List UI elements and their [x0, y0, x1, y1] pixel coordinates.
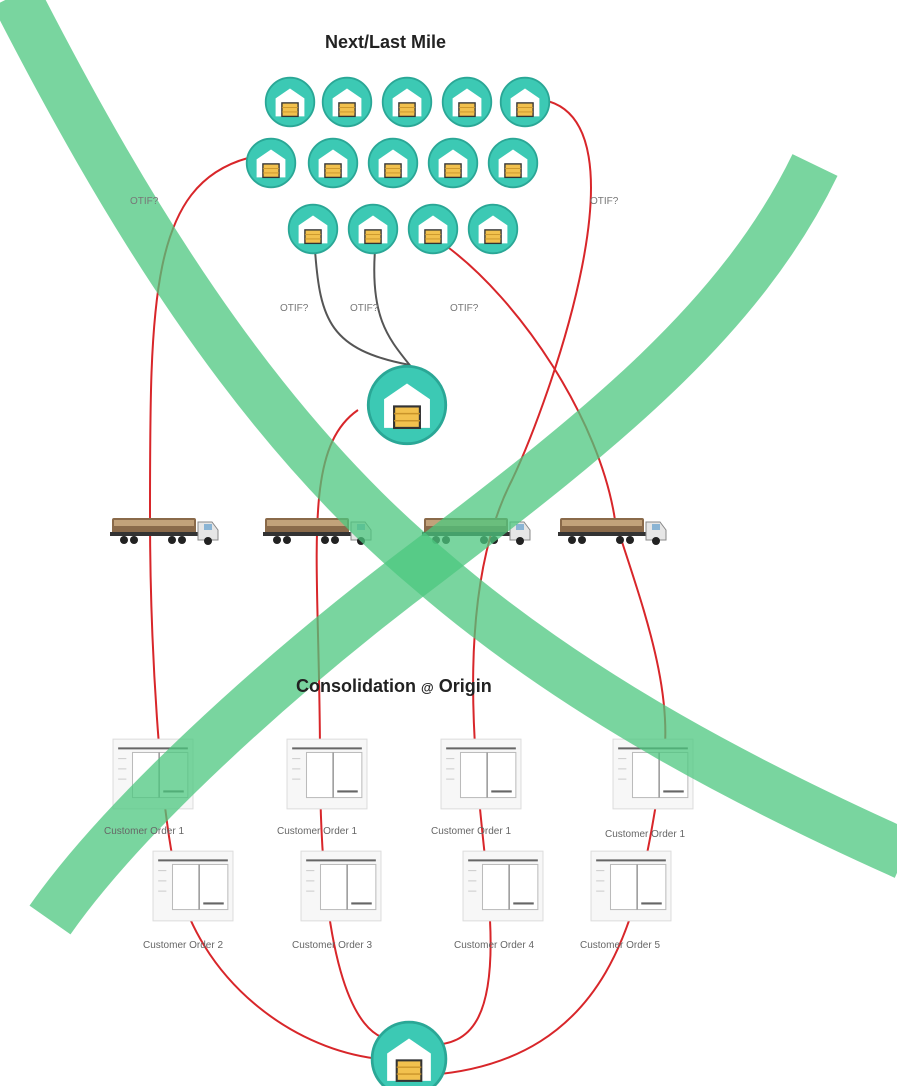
warehouse-icon [307, 137, 359, 189]
order-document-icon [590, 850, 672, 922]
warehouse-icon [367, 137, 419, 189]
gray-route-1 [314, 249, 411, 366]
warehouse-icon [381, 76, 433, 128]
order-label-row2-3: Customer Order 4 [454, 940, 535, 951]
next-last-mile-warehouses [245, 76, 551, 255]
order-label-row1-3: Customer Order 1 [431, 826, 512, 837]
warehouse-icon [487, 137, 539, 189]
red-route-3 [429, 244, 667, 1076]
consolidation-at: @ [421, 680, 434, 695]
order-document-icon [300, 850, 382, 922]
cross-stroke-2 [29, 154, 838, 935]
order-document-icon [440, 738, 522, 810]
origin-warehouse-icon [370, 1020, 448, 1086]
order-label-row1-2: Customer Order 1 [277, 826, 358, 837]
next-last-mile-title: Next/Last Mile [325, 32, 447, 52]
cross-stroke-1 [0, 0, 897, 878]
warehouse-icon [499, 76, 551, 128]
warehouse-icon [467, 203, 519, 255]
otif-label: OTIF? [280, 303, 309, 314]
gray-route-2 [373, 249, 413, 369]
consolidation-title: Consolidation @ Origin [296, 676, 492, 697]
order-document-icon [462, 850, 544, 922]
warehouse-icon [287, 203, 339, 255]
order-label-row2-1: Customer Order 2 [143, 940, 224, 951]
warehouse-icon [245, 137, 297, 189]
order-document-icon [286, 738, 368, 810]
warehouse-icon [347, 203, 399, 255]
order-label-row1-4: Customer Order 1 [605, 829, 686, 840]
order-document-icon [152, 850, 234, 922]
warehouse-icon [264, 76, 316, 128]
order-label-row2-4: Customer Order 5 [580, 940, 661, 951]
green-cross-overlay [0, 0, 897, 935]
otif-label: OTIF? [350, 303, 379, 314]
truck-icon [110, 517, 219, 546]
otif-label: OTIF? [130, 196, 159, 207]
warehouse-icon [407, 203, 459, 255]
warehouse-icon [321, 76, 373, 128]
warehouse-icon [427, 137, 479, 189]
order-label-row2-2: Customer Order 3 [292, 940, 373, 951]
truck-icon [558, 517, 667, 546]
order-label-row1-1: Customer Order 1 [104, 826, 185, 837]
otif-label: OTIF? [450, 303, 479, 314]
warehouse-icon [441, 76, 493, 128]
orders-row-2 [152, 850, 672, 922]
hub-warehouse-icon [366, 364, 448, 446]
otif-label: OTIF? [590, 196, 619, 207]
consolidation-origin: Origin [438, 676, 492, 696]
consolidation-word: Consolidation [296, 676, 416, 696]
